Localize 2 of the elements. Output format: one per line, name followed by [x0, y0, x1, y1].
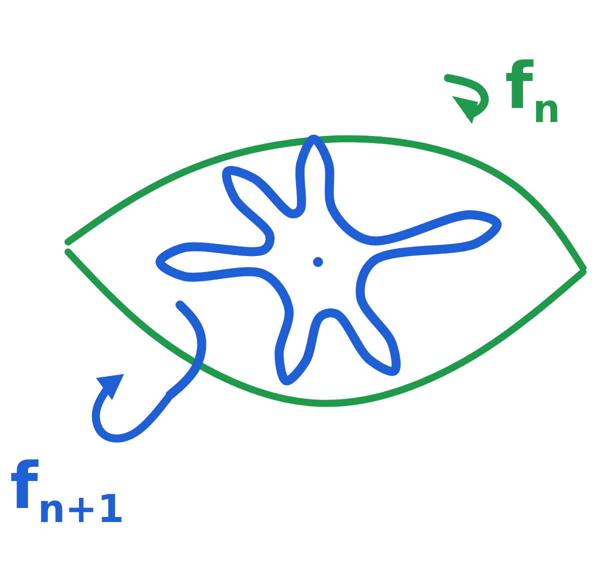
math-label: f$_{n+1}$ [10, 455, 124, 530]
math-label: f$_{n}$ [505, 55, 560, 130]
